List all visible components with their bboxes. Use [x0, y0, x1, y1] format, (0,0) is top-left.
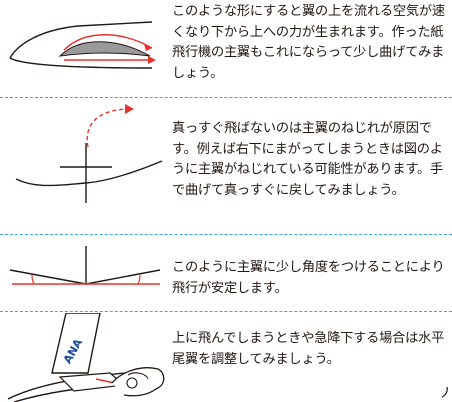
section-divider [0, 97, 452, 98]
dihedral-description: このように主翼に少し角度をつけることにより飛行が安定します。 [172, 260, 445, 296]
section-twist: 真っすぐ飛ばないのは主翼のねじれが原因です。例えば右下にまがってしまうときは図の… [0, 99, 452, 203]
twist-description: 真っすぐ飛ばないのは主翼のねじれが原因です。例えば右下にまがってしまうときは図の… [172, 121, 444, 198]
tail-adjust-illustration: ANA [7, 313, 165, 402]
twisted-wing-illustration [15, 104, 163, 203]
section-divider [0, 311, 452, 312]
section-elevator: ANA 上に飛んでしまうときや急降下する場合は水平尾翼を調整してみましょう。 [0, 313, 452, 402]
dihedral-illustration [9, 246, 161, 285]
section-dihedral: このように主翼に少し角度をつけることにより飛行が安定します。 [0, 236, 452, 306]
airfoil-illustration [9, 21, 156, 69]
section-airfoil: このような形にすると翼の上を流れる空気が速くなり下から上への力が生まれます。作っ… [0, 0, 452, 94]
elevator-description: 上に飛んでしまうときや急降下する場合は水平尾翼を調整してみましょう。 [172, 331, 445, 367]
section-divider [0, 234, 452, 235]
page-corner-mark [441, 386, 448, 398]
airfoil-description: このような形にすると翼の上を流れる空気が速くなり下から上への力が生まれます。作っ… [172, 4, 445, 81]
